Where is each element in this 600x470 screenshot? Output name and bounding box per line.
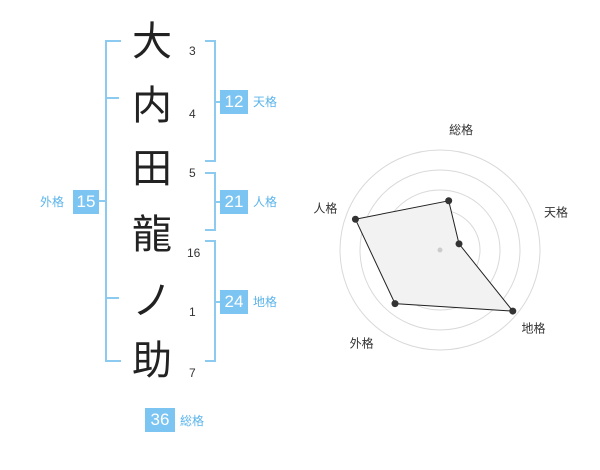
chikaku-value: 24 [220, 290, 248, 314]
radar-point-4 [391, 300, 399, 308]
name-char-4: 龍 [132, 212, 172, 258]
chikaku-label: 地格 [253, 295, 278, 309]
radar-area [354, 200, 514, 312]
radar-point-5 [351, 215, 359, 223]
name-char-5: ノ [132, 278, 172, 324]
radar-ring-4 [359, 169, 521, 331]
stroke-count-3: 5 [189, 166, 196, 180]
name-char-1: 大 [132, 19, 172, 65]
name-char-2: 内 [132, 83, 172, 129]
stroke-count-1: 3 [189, 44, 196, 58]
stroke-count-4: 16 [187, 246, 201, 260]
gaikaku-bracket-tick-2 [105, 297, 119, 299]
stroke-count-6: 7 [189, 366, 196, 380]
radar-axis-label-3: 地格 [521, 320, 545, 335]
radar-axis-label-2: 天格 [544, 204, 568, 219]
soukaku-value: 36 [145, 408, 175, 432]
radar-center-dot [437, 247, 443, 253]
gaikaku-connector [96, 200, 105, 202]
radar-ring-5 [339, 149, 541, 351]
tenkaku-connector [214, 101, 221, 103]
radar-point-2 [455, 240, 463, 248]
chikaku-connector [214, 301, 221, 303]
stroke-count-5: 1 [189, 305, 196, 319]
radar-axis-label-4: 外格 [350, 335, 374, 350]
radar-point-1 [445, 197, 453, 205]
tenkaku-label: 天格 [253, 95, 278, 109]
radar-point-3 [509, 307, 517, 315]
name-char-3: 田 [132, 146, 172, 192]
name-char-6: 助 [132, 338, 172, 384]
stroke-count-2: 4 [189, 107, 196, 121]
radar-axis-label-1: 総格 [449, 122, 473, 137]
jinkaku-label: 人格 [253, 195, 278, 209]
gaikaku-bracket [105, 40, 121, 362]
gaikaku-value: 15 [73, 190, 99, 214]
gaikaku-label: 外格 [40, 195, 65, 209]
jinkaku-connector [214, 201, 221, 203]
soukaku-label: 総格 [180, 414, 205, 428]
jinkaku-value: 21 [220, 190, 248, 214]
radar-axis-label-5: 人格 [313, 200, 337, 215]
tenkaku-value: 12 [220, 90, 248, 114]
gaikaku-bracket-tick-1 [105, 97, 119, 99]
